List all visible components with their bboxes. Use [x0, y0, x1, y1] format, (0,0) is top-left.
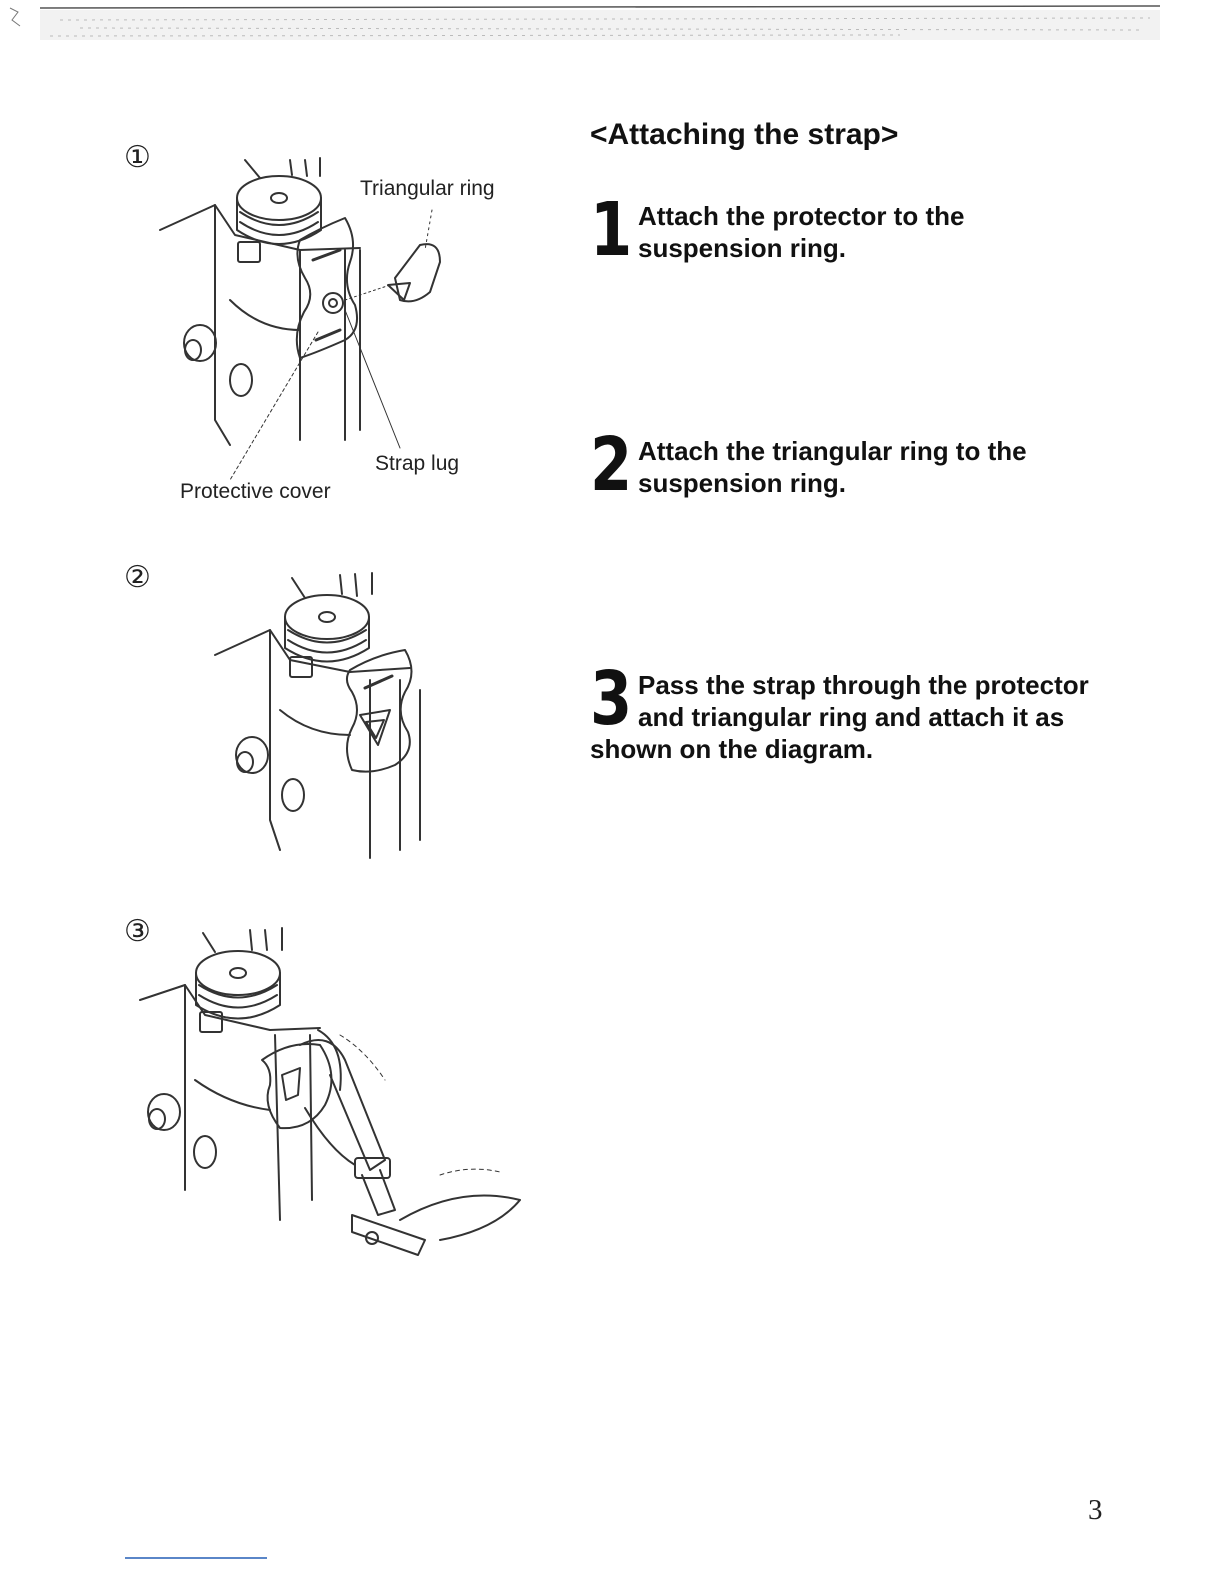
- page-number: 3: [1088, 1494, 1103, 1527]
- footer-rule: [125, 1557, 267, 1559]
- step-1: 1 Attach the protector to the suspension…: [590, 200, 1110, 264]
- step-2-text: Attach the triangular ring to the suspen…: [590, 435, 1110, 499]
- figure-3-illustration: [0, 0, 560, 1300]
- section-title: <Attaching the strap>: [590, 118, 898, 152]
- step-2-number: 2: [590, 435, 626, 497]
- step-1-text: Attach the protector to the suspension r…: [590, 200, 1110, 264]
- step-1-number: 1: [590, 200, 626, 262]
- step-3-number: 3: [590, 669, 626, 731]
- step-2: 2 Attach the triangular ring to the susp…: [590, 435, 1110, 499]
- step-3: 3 Pass the strap through the protector a…: [590, 669, 1110, 765]
- step-3-text: Pass the strap through the protector and…: [590, 669, 1110, 765]
